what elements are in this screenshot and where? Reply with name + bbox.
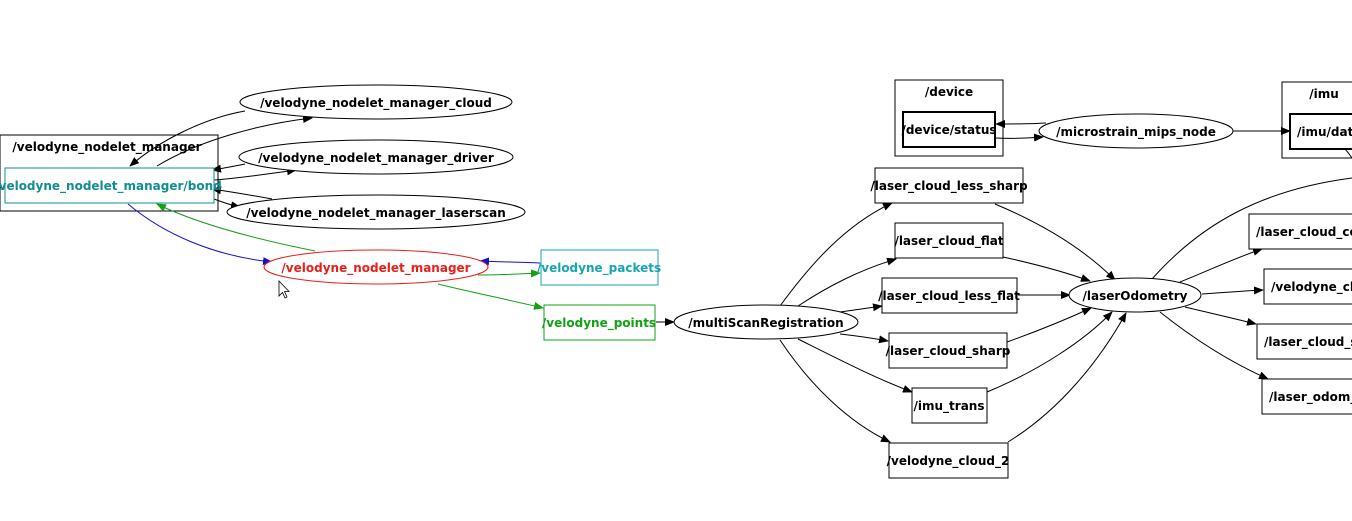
edge-mgr-laserscan-to-bond bbox=[211, 186, 273, 200]
edge-odom-to-cloud3 bbox=[1201, 286, 1264, 295]
node-mgr[interactable]: /velodyne_nodelet_manager bbox=[263, 249, 489, 285]
node-bond[interactable]: /velodyne_nodelet_manager/bond bbox=[0, 167, 222, 204]
node-label: /velodyne_packets bbox=[537, 261, 661, 276]
edge-odom-to-corner-arc bbox=[1151, 177, 1352, 280]
edge-mgr-to-points bbox=[437, 283, 544, 310]
edge-odom-to-corner bbox=[1179, 248, 1263, 283]
edge-imu-trans-to-odom bbox=[986, 311, 1113, 393]
cluster-device: /device bbox=[894, 79, 1004, 157]
node-label: /laser_cloud_sharp bbox=[886, 344, 1011, 359]
node-laser-odom-to-init[interactable]: /laser_odom_to_init bbox=[1261, 378, 1352, 415]
node-label: /microstrain_mips_node bbox=[1056, 125, 1216, 140]
edge-bond-to-mgr-driver bbox=[213, 167, 297, 181]
edge-mgr-to-packets bbox=[477, 269, 541, 278]
node-laser-cloud-corner-last[interactable]: /laser_cloud_corner_last bbox=[1248, 213, 1352, 250]
node-label: /laser_odom_to_init bbox=[1269, 390, 1352, 405]
edge-mgr-to-bond bbox=[156, 203, 316, 252]
edge-bond-to-mgr bbox=[127, 203, 273, 266]
node-device-status[interactable]: /device/status bbox=[901, 111, 997, 148]
node-label: /laser_cloud_less_sharp bbox=[870, 179, 1028, 194]
node-label: /velodyne_nodelet_manager_laserscan bbox=[246, 206, 506, 221]
node-label: /laser_cloud_surf_last bbox=[1264, 335, 1352, 350]
edge-odom-to-odom-to bbox=[1159, 311, 1269, 380]
edge-msr-to-less-flat bbox=[839, 303, 883, 313]
edge-sharp-to-odom bbox=[1006, 307, 1092, 343]
edge-mips-to-device-status bbox=[995, 119, 1047, 128]
edge-msr-to-cloud2 bbox=[779, 339, 891, 443]
mouse-cursor-icon bbox=[278, 280, 290, 299]
node-microstrain-mips[interactable]: /microstrain_mips_node bbox=[1038, 113, 1234, 149]
edge-cloud2-to-odom bbox=[1007, 312, 1127, 443]
node-laser-cloud-less-sharp[interactable]: /laser_cloud_less_sharp bbox=[870, 167, 1028, 204]
node-label: /velodyne_nodelet_manager_cloud bbox=[260, 96, 492, 111]
edge-mgr-driver-to-bond bbox=[211, 163, 246, 173]
node-mgr-driver[interactable]: /velodyne_nodelet_manager_driver bbox=[238, 139, 514, 175]
node-label: /velodyne_nodelet_manager bbox=[281, 261, 470, 276]
edge-mgr-cloud-to-bond bbox=[129, 110, 246, 167]
edge-packets-to-mgr bbox=[479, 257, 541, 266]
node-velodyne-cloud-3[interactable]: /velodyne_cloud_3 bbox=[1263, 268, 1352, 305]
node-velodyne-cloud-2[interactable]: /velodyne_cloud_2 bbox=[887, 442, 1010, 479]
cluster-label: /imu bbox=[1309, 87, 1339, 101]
cluster-imu: /imu bbox=[1281, 81, 1352, 159]
node-multi-scan-registration[interactable]: /multiScanRegistration bbox=[673, 304, 859, 340]
node-label: /velodyne_cloud_2 bbox=[887, 454, 1010, 469]
edge-less-sharp-to-odom bbox=[994, 203, 1116, 281]
node-label: /velodyne_cloud_3 bbox=[1271, 280, 1352, 295]
node-mgr-laserscan[interactable]: /velodyne_nodelet_manager_laserscan bbox=[226, 194, 526, 230]
edge-device-status-to-mips bbox=[995, 133, 1044, 142]
node-imu-data[interactable]: /imu/data bbox=[1289, 113, 1352, 150]
node-laser-cloud-flat[interactable]: /laser_cloud_flat bbox=[894, 222, 1004, 259]
node-label: /velodyne_nodelet_manager_driver bbox=[258, 151, 494, 166]
node-laser-odometry[interactable]: /laserOdometry bbox=[1068, 277, 1202, 313]
node-label: /laser_cloud_flat bbox=[894, 234, 1003, 249]
node-label: /laser_cloud_corner_last bbox=[1256, 225, 1352, 240]
edge-bond-to-mgr-cloud bbox=[156, 115, 313, 167]
node-label: /laser_cloud_less_flat bbox=[878, 289, 1020, 304]
node-label: /imu/data bbox=[1297, 125, 1352, 139]
cluster-label: /velodyne_nodelet_manager bbox=[12, 140, 201, 155]
edge-flat-to-odom bbox=[1002, 256, 1091, 282]
edge-odom-to-surf bbox=[1184, 306, 1257, 326]
node-label: /laserOdometry bbox=[1083, 289, 1188, 303]
node-points[interactable]: /velodyne_points bbox=[542, 304, 656, 341]
node-label: /multiScanRegistration bbox=[688, 316, 843, 330]
edge-msr-to-less-sharp bbox=[779, 202, 893, 307]
node-label: /velodyne_nodelet_manager/bond bbox=[0, 179, 222, 194]
edges bbox=[127, 110, 1352, 443]
node-laser-cloud-sharp[interactable]: /laser_cloud_sharp bbox=[886, 332, 1011, 369]
cluster-label: /device bbox=[925, 85, 973, 99]
node-label: /velodyne_points bbox=[542, 316, 656, 331]
edge-msr-to-sharp bbox=[839, 333, 889, 344]
node-packets[interactable]: /velodyne_packets bbox=[537, 249, 661, 286]
edge-msr-to-flat bbox=[797, 257, 897, 307]
edge-msr-to-imu-trans bbox=[797, 338, 913, 393]
node-mgr-cloud[interactable]: /velodyne_nodelet_manager_cloud bbox=[239, 84, 513, 120]
node-label: /device/status bbox=[901, 123, 996, 137]
node-imu-trans[interactable]: /imu_trans bbox=[911, 387, 988, 424]
cluster-velodyne-nodelet-manager: /velodyne_nodelet_manager bbox=[0, 134, 219, 212]
node-label: /imu_trans bbox=[914, 399, 985, 414]
node-laser-cloud-surf-last[interactable]: /laser_cloud_surf_last bbox=[1256, 323, 1352, 360]
node-laser-cloud-less-flat[interactable]: /laser_cloud_less_flat bbox=[878, 277, 1020, 314]
